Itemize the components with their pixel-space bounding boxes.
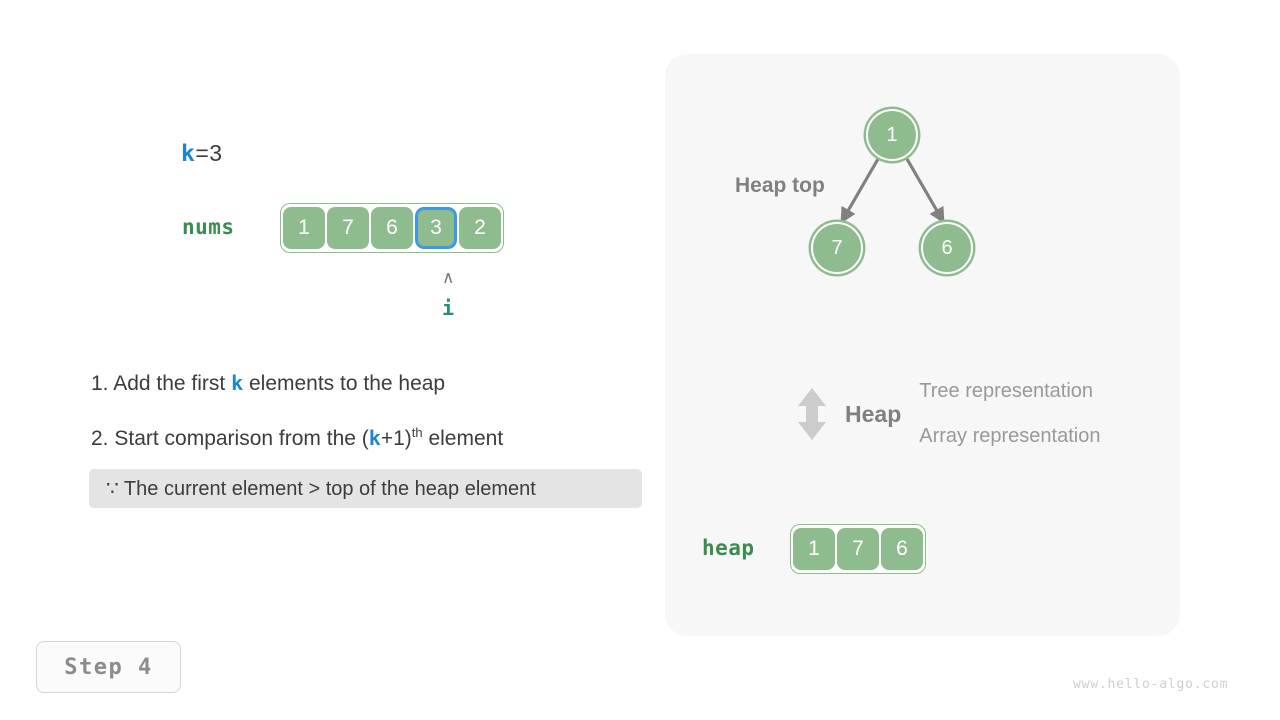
left-pane: k=3 nums 1 7 6 3 2 ∧ i 1. Add the first …	[36, 140, 642, 693]
step-2-mid: +1)	[380, 427, 412, 450]
step-1-suffix: elements to the heap	[243, 372, 446, 395]
heap-visualization-panel: Heap top 1 7 6 Heap Tree representation …	[665, 54, 1180, 636]
step-1-variable: k	[231, 371, 244, 395]
heap-top-label: Heap top	[735, 174, 825, 197]
pointer-label-i: i	[442, 296, 455, 320]
nums-label: nums	[182, 215, 235, 239]
k-assignment: k=3	[181, 140, 223, 167]
double-arrow-vertical-icon	[798, 388, 826, 440]
legend-heap-word: Heap	[845, 400, 902, 427]
tree-node-right-child[interactable]: 6	[921, 222, 973, 274]
nums-array: 1 7 6 3 2	[280, 203, 504, 253]
nums-cell-highlighted[interactable]: 3	[415, 207, 457, 249]
legend-representations: Tree representation Array representation	[919, 369, 1100, 459]
legend-tree-representation: Tree representation	[919, 380, 1094, 402]
step-2-variable: k	[368, 426, 381, 450]
k-operator: =	[195, 140, 210, 166]
heap-array: 1 7 6	[790, 524, 926, 574]
heap-cell[interactable]: 7	[837, 528, 879, 570]
heap-cell[interactable]: 1	[793, 528, 835, 570]
edge-root-to-left	[840, 158, 880, 224]
reason-callout: ∵ The current element > top of the heap …	[89, 469, 642, 508]
nums-cell[interactable]: 1	[283, 207, 325, 249]
nums-cell[interactable]: 2	[459, 207, 501, 249]
heap-label: heap	[702, 536, 755, 560]
step-2-suffix: element	[422, 427, 504, 450]
step-1-text: 1. Add the first k elements to the heap	[91, 371, 445, 396]
k-value: 3	[209, 140, 223, 166]
tree-node-root[interactable]: 1	[866, 109, 918, 161]
step-2-prefix: 2. Start comparison from the (	[91, 427, 369, 450]
pointer-caret-icon: ∧	[442, 268, 455, 287]
k-variable: k	[181, 141, 196, 167]
reason-text: ∵ The current element > top of the heap …	[106, 478, 536, 500]
tree-edges	[840, 158, 945, 224]
step-2-superscript: th	[411, 425, 423, 440]
step-badge: Step 4	[36, 641, 181, 693]
legend-array-representation: Array representation	[919, 425, 1101, 447]
nums-cell[interactable]: 7	[327, 207, 369, 249]
edge-root-to-right	[905, 158, 945, 224]
tree-node-left-child[interactable]: 7	[811, 222, 863, 274]
step-1-prefix: 1. Add the first	[91, 372, 232, 395]
watermark: www.hello-algo.com	[1073, 677, 1229, 692]
heap-legend: Heap Tree representation Array represent…	[795, 369, 1100, 459]
step-2-text: 2. Start comparison from the (k+1)th ele…	[91, 425, 503, 451]
nums-cell[interactable]: 6	[371, 207, 413, 249]
heap-cell[interactable]: 6	[881, 528, 923, 570]
